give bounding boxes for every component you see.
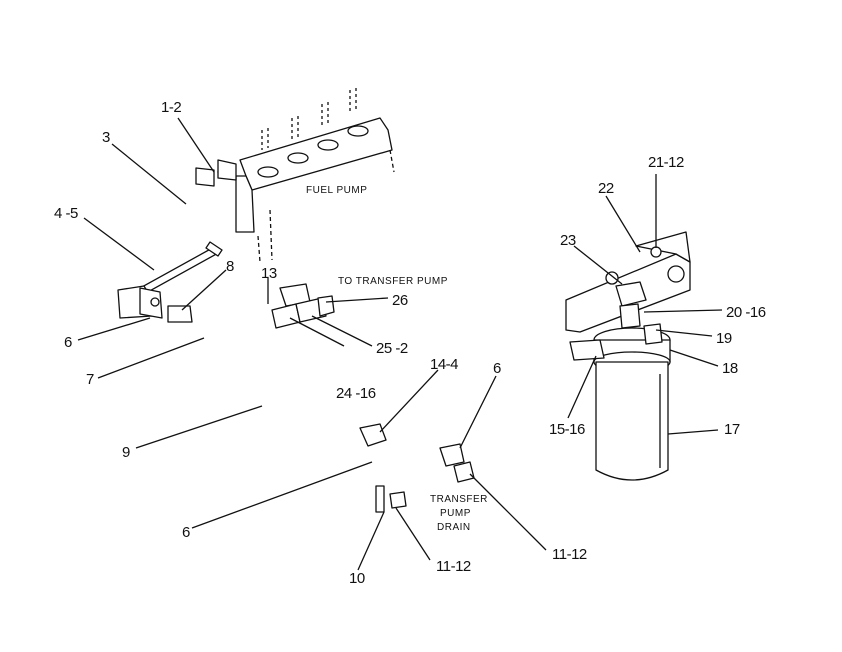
transfer-label-line3: DRAIN [437,522,471,533]
callout-15-16: 15-16 [549,421,585,438]
leader-lines [77,117,723,571]
callout-6-right: 6 [493,360,501,377]
left-bracket [117,159,237,323]
callout-9: 9 [122,444,130,461]
callout-7: 7 [86,371,94,388]
callout-19: 19 [716,330,732,347]
fuel-pump-label: FUEL PUMP [306,185,367,196]
to-transfer-pump-label: TO TRANSFER PUMP [338,276,448,287]
transfer-label-line2: PUMP [440,508,471,519]
callout-18: 18 [722,360,738,377]
callout-6-bottom: 6 [182,524,190,541]
callout-13: 13 [261,265,277,282]
callout-4-5: 4 -5 [54,205,78,222]
callout-11-12-a: 11-12 [436,558,471,575]
callout-6-left: 6 [64,334,72,351]
transfer-label-line1: TRANSFER [430,494,488,505]
callout-17: 17 [724,421,740,438]
callout-24-16: 24 -16 [336,385,376,402]
clamps: TRANSFER PUMP DRAIN [359,423,488,533]
callout-21-12: 21-12 [648,154,684,171]
callout-20-16: 20 -16 [726,304,766,321]
fuel-lines [121,176,614,514]
transfer-pump-fittings: TO TRANSFER PUMP [271,276,448,329]
callout-26: 26 [392,292,408,309]
callout-3: 3 [102,129,110,146]
callout-11-12-b: 11-12 [552,546,587,563]
callout-14-4: 14-4 [430,356,458,373]
fuel-pump-assembly: FUEL PUMP [217,88,395,263]
callouts: 1-2 3 4 -5 6 7 8 9 6 10 11-12 11-12 13 1… [54,99,766,587]
callout-25-2: 25 -2 [376,340,408,357]
callout-10: 10 [349,570,365,587]
fuel-filter-assembly [565,231,691,481]
callout-22: 22 [598,180,614,197]
callout-23: 23 [560,232,576,249]
callout-8: 8 [226,258,234,275]
callout-1-2: 1-2 [161,99,181,116]
